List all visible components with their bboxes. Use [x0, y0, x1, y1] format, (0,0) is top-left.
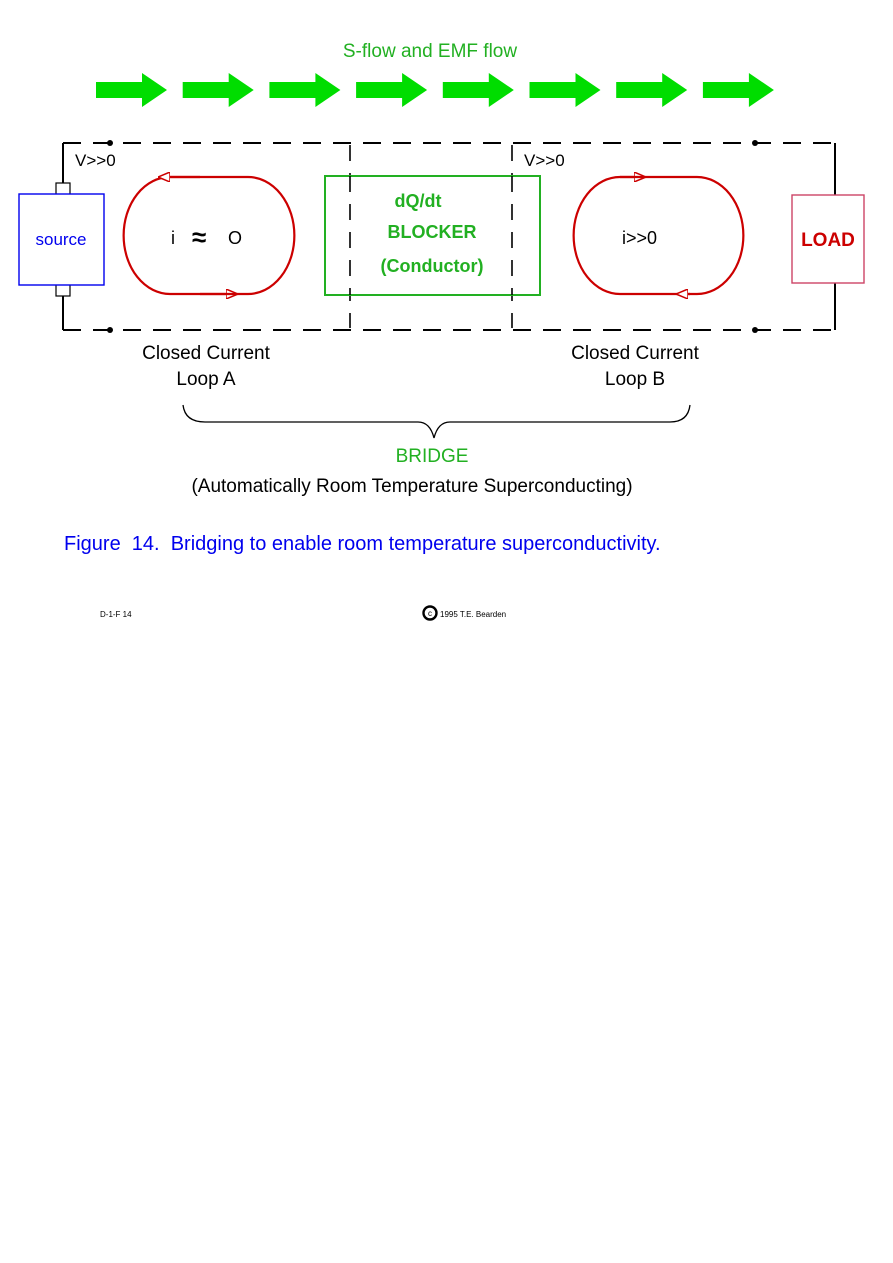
loop-b-top-arc [572, 177, 690, 296]
flow-arrow [269, 73, 341, 107]
loop-b [572, 175, 745, 296]
bridge-brace [182, 404, 691, 439]
bridge-title: BRIDGE [396, 446, 469, 467]
blocker-line1: dQ/dt [395, 191, 442, 211]
flow-arrow [702, 73, 774, 107]
terminal-dots [107, 140, 758, 333]
load-box [791, 194, 865, 284]
source-component: source [18, 182, 105, 297]
flow-arrow [529, 73, 601, 107]
loop-a-caption-line1: Closed Current [142, 343, 270, 364]
loop-a-approx: ≈ [192, 222, 206, 252]
flow-arrow [356, 73, 428, 107]
blocker-line3: (Conductor) [381, 256, 484, 276]
source-box [18, 193, 105, 286]
flow-title: S-flow and EMF flow [343, 41, 517, 62]
blocker-line2: BLOCKER [388, 222, 477, 242]
loop-b-caption-line2: Loop B [605, 369, 665, 390]
blocker-component: dQ/dt BLOCKER (Conductor) [324, 175, 541, 296]
copyright-icon: c [422, 605, 438, 621]
loop-b-bottom-arc [620, 175, 745, 294]
figure-caption: Figure 14. Bridging to enable room tempe… [64, 533, 661, 555]
loop-a-current: i [171, 228, 175, 248]
loop-b-caption-line1: Closed Current [571, 343, 699, 364]
footer-copyright: 1995 T.E. Bearden [440, 610, 506, 619]
voltage-right: V>>0 [524, 151, 565, 170]
bridge-subtitle: (Automatically Room Temperature Supercon… [191, 476, 632, 497]
flow-arrow [442, 73, 514, 107]
load-component: LOAD [791, 194, 865, 284]
loop-a [122, 175, 296, 296]
flow-arrow [96, 73, 167, 107]
source-label: source [35, 230, 86, 249]
svg-text:c: c [428, 609, 432, 618]
loop-a-top-arc [122, 175, 232, 294]
flow-arrow [182, 73, 254, 107]
loop-b-current: i>>0 [622, 228, 657, 248]
load-label: LOAD [801, 230, 855, 251]
flow-arrow [616, 73, 688, 107]
voltage-left: V>>0 [75, 151, 116, 170]
footer-code: D-1-F 14 [100, 610, 132, 619]
loop-a-caption-line2: Loop A [176, 369, 235, 390]
loop-a-bottom-arc [164, 177, 296, 296]
flow-arrows [96, 73, 774, 107]
blocker-box [324, 175, 541, 296]
loop-a-zero: O [228, 228, 242, 248]
